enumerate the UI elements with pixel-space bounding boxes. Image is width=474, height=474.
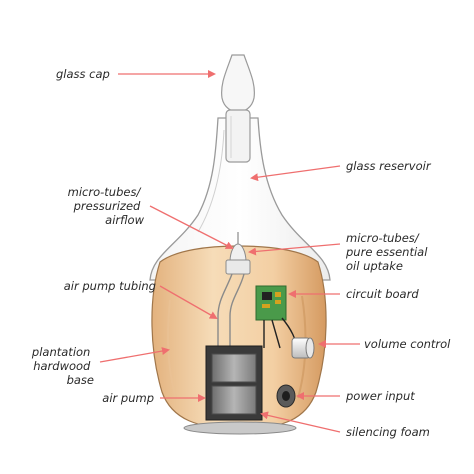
label-micro-tubes-airflow: micro-tubes/ pressurized airflow (68, 185, 145, 227)
arrow-micro-tubes-oil (248, 243, 341, 256)
label-micro-tubes-oil-line2: pure essential (345, 245, 428, 259)
arrow-glass-reservoir (250, 165, 341, 182)
power-input-port (276, 384, 296, 408)
label-volume-control: volume control (364, 337, 451, 351)
micro-tubes (225, 232, 251, 275)
label-power-input: power input (345, 389, 415, 403)
air-pump-tubing (217, 273, 245, 350)
label-micro-tubes-airflow-line3: airflow (105, 213, 144, 227)
labels: glass cap glass reservoir micro-tubes/ p… (31, 67, 451, 439)
callout-arrows (99, 70, 360, 433)
label-glass-reservoir: glass reservoir (346, 159, 432, 173)
label-plantation-base-line3: base (67, 373, 94, 387)
label-micro-tubes-oil-line1: micro-tubes/ (346, 231, 420, 245)
label-plantation-base-line1: plantation (31, 345, 90, 359)
air-pump (205, 345, 263, 421)
label-micro-tubes-airflow-line2: pressurized (73, 199, 141, 213)
label-air-pump-tubing: air pump tubing (64, 279, 156, 293)
label-plantation-base: plantation hardwood base (31, 345, 94, 387)
label-circuit-board: circuit board (346, 287, 419, 301)
arrow-air-pump-tubing (159, 285, 218, 319)
label-micro-tubes-oil-line3: oil uptake (346, 259, 403, 273)
label-micro-tubes-airflow-line1: micro-tubes/ (68, 185, 142, 199)
volume-control-knob (291, 337, 315, 359)
label-silencing-foam: silencing foam (346, 425, 430, 439)
label-plantation-base-line2: hardwood (33, 359, 91, 373)
arrow-plantation-base (99, 347, 170, 363)
glass-cap (221, 54, 255, 163)
label-air-pump: air pump (102, 391, 154, 405)
label-glass-cap: glass cap (56, 67, 110, 81)
arrow-silencing-foam (260, 411, 341, 433)
arrow-micro-tubes-airflow (149, 205, 234, 249)
label-micro-tubes-oil: micro-tubes/ pure essential oil uptake (345, 231, 431, 273)
glass-reservoir (149, 117, 331, 281)
